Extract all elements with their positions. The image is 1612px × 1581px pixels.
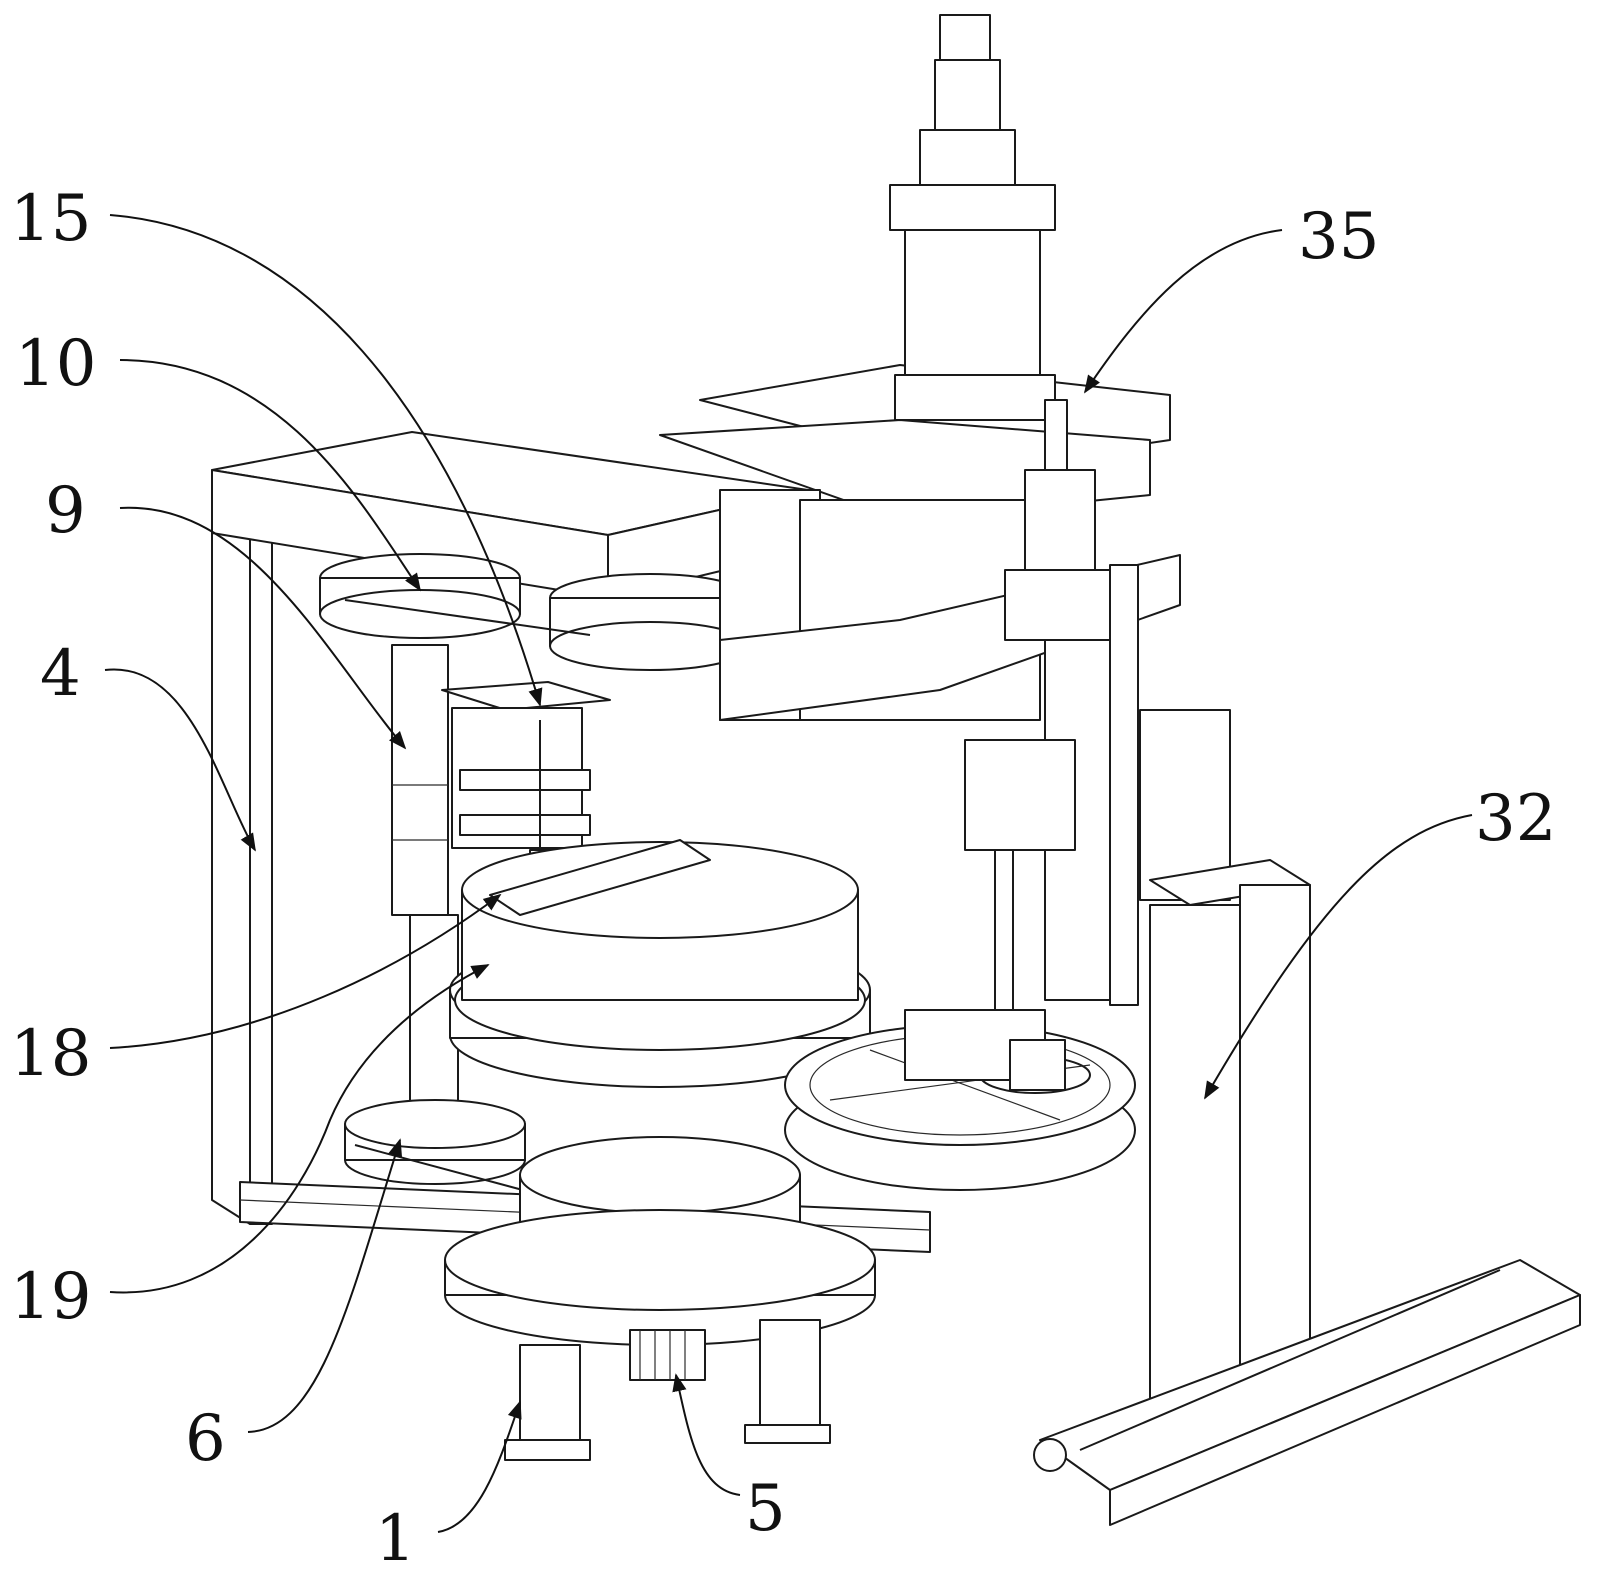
callout-35: 35: [1083, 200, 1379, 394]
leader-35: [1083, 229, 1283, 394]
machine-illustration: [211, 14, 1581, 1526]
label-10: 10: [15, 327, 96, 401]
clamp-fixture: [441, 681, 611, 886]
callouts: 15 10 9 4 18 19 6 1: [10, 182, 1556, 1576]
label-15: 15: [10, 182, 91, 256]
upper-belt-assembly: [319, 553, 751, 671]
callout-6: 6: [185, 1138, 403, 1476]
leader-32: [1204, 814, 1473, 1100]
callout-1: 1: [375, 1400, 522, 1576]
leader-6: [247, 1138, 403, 1433]
callout-4: 4: [40, 637, 256, 852]
callout-19: 19: [10, 964, 490, 1334]
label-6: 6: [185, 1402, 226, 1476]
callout-10: 10: [15, 327, 421, 592]
callout-15: 15: [10, 182, 543, 707]
label-35: 35: [1298, 200, 1379, 274]
leader-18: [109, 893, 502, 1049]
label-4: 4: [40, 637, 81, 711]
leader-10: [119, 359, 421, 592]
label-5: 5: [745, 1472, 786, 1546]
linear-rail: [1033, 1259, 1581, 1526]
top-cylinder: [889, 14, 1056, 421]
leader-19: [109, 964, 490, 1294]
leader-4: [104, 668, 256, 852]
label-1: 1: [375, 1502, 416, 1576]
base-and-legs: [444, 1209, 876, 1461]
rotary-table: [449, 839, 871, 1088]
label-18: 18: [10, 1017, 91, 1091]
bottom-motor: [629, 1329, 706, 1381]
leader-15: [109, 214, 543, 707]
right-spool: [784, 1009, 1136, 1191]
callout-5: 5: [672, 1373, 786, 1546]
label-9: 9: [45, 474, 86, 548]
right-column: [1139, 709, 1311, 1416]
label-19: 19: [10, 1260, 91, 1334]
label-32: 32: [1475, 782, 1556, 856]
leader-5: [672, 1373, 741, 1496]
leader-9: [119, 506, 407, 750]
callout-18: 18: [10, 893, 502, 1091]
vertical-shaft: [391, 644, 459, 1112]
callout-9: 9: [45, 474, 407, 750]
leader-1: [437, 1400, 522, 1533]
vertical-slide: [964, 399, 1139, 1031]
callout-32: 32: [1204, 782, 1556, 1100]
